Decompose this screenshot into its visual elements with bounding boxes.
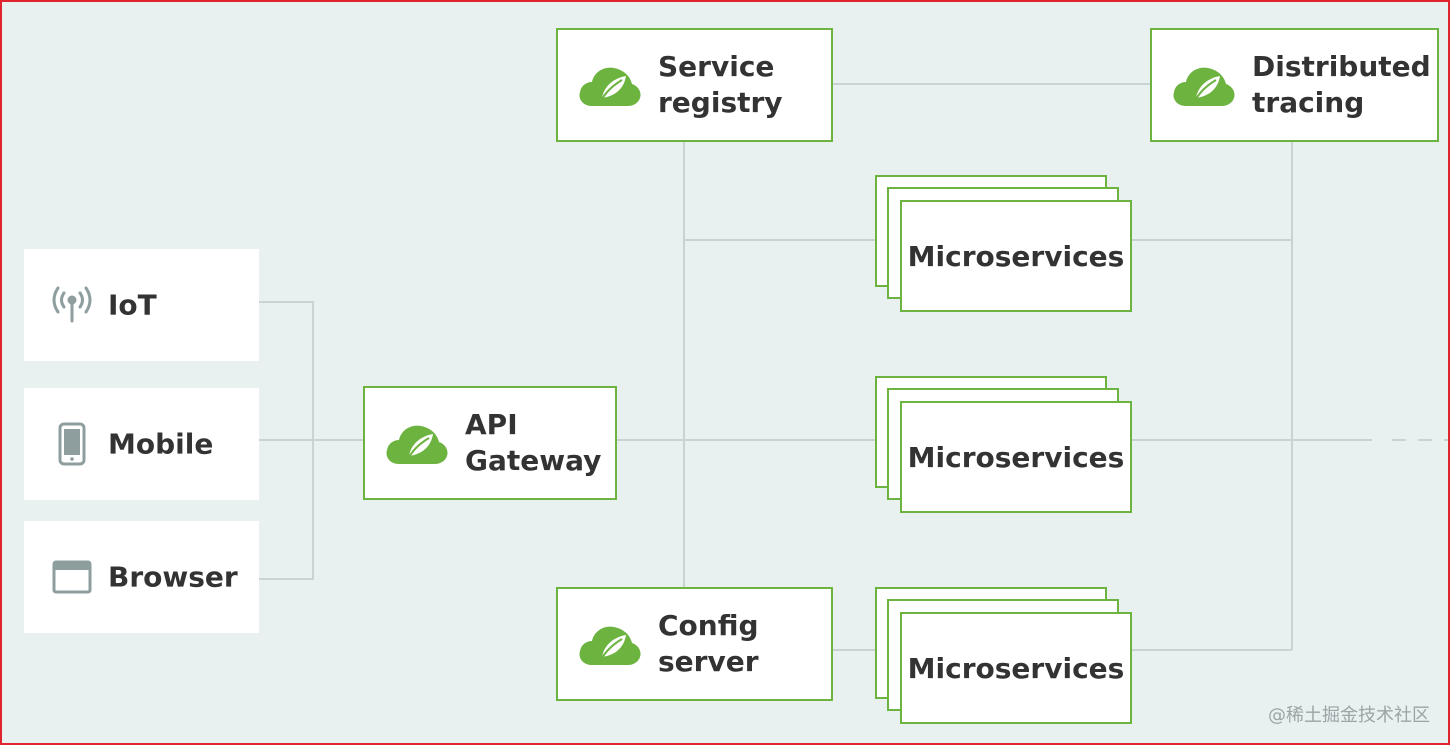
client-label: IoT <box>108 288 157 322</box>
client-iot: IoT <box>24 249 259 361</box>
stack-card-front: Microservices <box>900 401 1132 513</box>
microservices-label: Microservices <box>907 651 1125 685</box>
stack-card-front: Microservices <box>900 612 1132 724</box>
registry-title-line2: registry <box>658 86 783 119</box>
spring-leaf-icon <box>386 425 448 464</box>
microservices-label: Microservices <box>907 440 1125 474</box>
client-label: Mobile <box>108 427 214 461</box>
client-label: Browser <box>108 560 238 594</box>
wifi-signal-icon <box>50 283 94 327</box>
mobile-phone-icon <box>50 422 94 466</box>
microservices-stack-3: Microservices <box>875 587 1135 727</box>
microservices-label: Microservices <box>907 239 1125 273</box>
distributed-tracing-box: Distributed tracing <box>1150 28 1439 142</box>
spring-leaf-icon <box>1173 67 1235 106</box>
microservices-stack-1: Microservices <box>875 175 1135 315</box>
registry-title-line1: Service <box>658 50 775 83</box>
microservices-stack-2: Microservices <box>875 376 1135 516</box>
tracing-title-line2: tracing <box>1252 86 1365 119</box>
gateway-title-line1: API <box>465 408 518 441</box>
browser-window-icon <box>50 555 94 599</box>
config-title-line2: server <box>658 645 759 678</box>
client-browser: Browser <box>24 521 259 633</box>
spring-leaf-icon <box>579 67 641 106</box>
spring-leaf-icon <box>579 626 641 665</box>
service-registry-box: Service registry <box>556 28 833 142</box>
stack-card-front: Microservices <box>900 200 1132 312</box>
config-title-line1: Config <box>658 609 759 642</box>
watermark: @稀土掘金技术社区 <box>1268 705 1430 726</box>
config-server-box: Config server <box>556 587 833 701</box>
api-gateway-box: API Gateway <box>363 386 617 500</box>
gateway-title-line2: Gateway <box>465 444 602 477</box>
client-mobile: Mobile <box>24 388 259 500</box>
tracing-title-line1: Distributed <box>1252 50 1431 83</box>
